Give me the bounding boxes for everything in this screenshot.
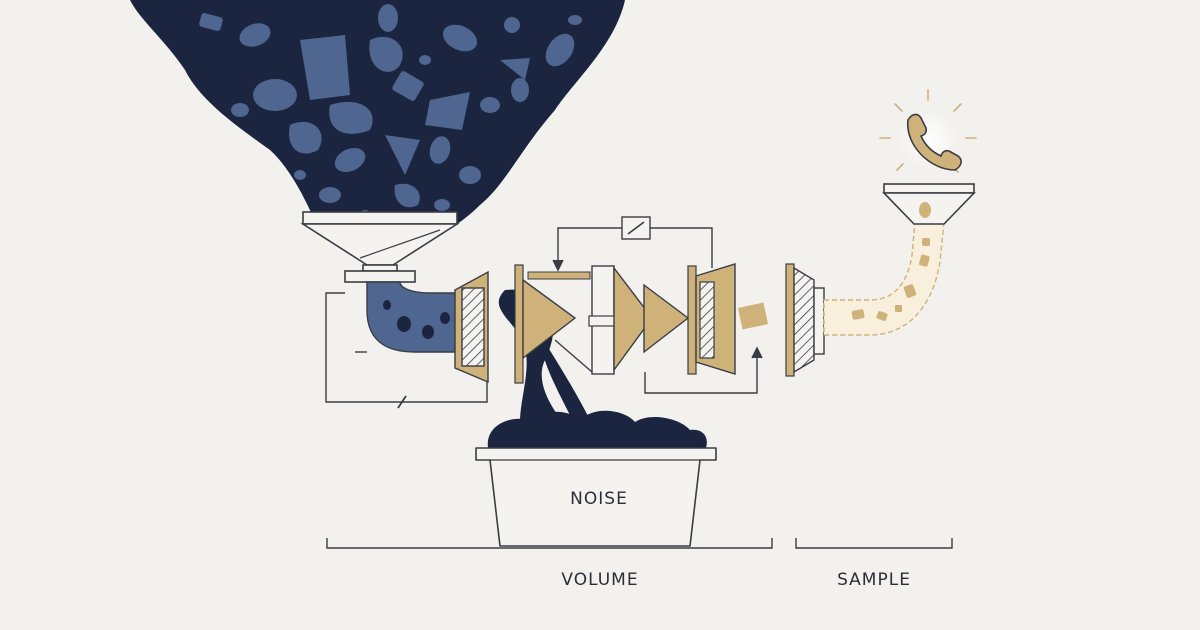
dual-amplifier bbox=[588, 265, 697, 375]
output-funnel bbox=[882, 183, 976, 225]
sample-label: SAMPLE bbox=[837, 570, 911, 590]
elbow-pipe bbox=[366, 281, 456, 353]
left-feedback-loop bbox=[325, 292, 488, 409]
switch-icon bbox=[621, 216, 651, 240]
volume-bracket bbox=[326, 538, 773, 549]
intake-funnel bbox=[300, 211, 460, 283]
signal-fragment bbox=[737, 302, 769, 330]
filter-stage-1 bbox=[454, 270, 489, 384]
top-feedback-loop bbox=[552, 227, 713, 272]
noise-cloud bbox=[130, 0, 625, 228]
phone-signal bbox=[879, 89, 977, 173]
cloud-fragments bbox=[199, 4, 582, 220]
filter-stage-2 bbox=[695, 263, 736, 375]
filter-stage-3 bbox=[785, 263, 825, 377]
noise-label: NOISE bbox=[570, 489, 628, 509]
sample-bracket bbox=[795, 538, 953, 549]
bottom-feedback-loop bbox=[644, 346, 763, 394]
amplifier-stage bbox=[514, 264, 593, 384]
output-pipe bbox=[823, 221, 945, 336]
volume-label: VOLUME bbox=[561, 570, 639, 590]
cloud-body bbox=[130, 0, 625, 228]
phone-icon bbox=[907, 113, 962, 171]
noise-bin bbox=[475, 410, 717, 547]
